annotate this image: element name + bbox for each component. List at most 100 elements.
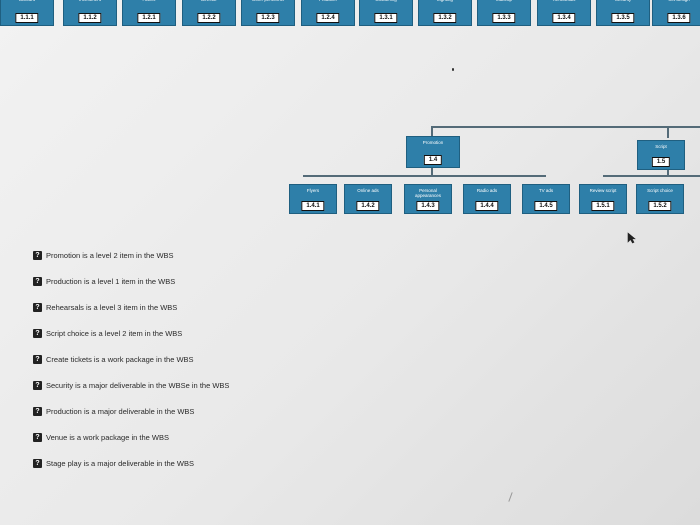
wbs-box-code: 1.4.5 bbox=[534, 201, 558, 211]
draggable-statement[interactable]: ? Rehearsals is a level 3 item in the WBS bbox=[33, 303, 177, 312]
draggable-statement[interactable]: ? Production is a level 1 item in the WBS bbox=[33, 277, 175, 286]
wbs-box-label: Investment bbox=[77, 0, 103, 2]
wbs-box-investment: Investment 1.1.2 bbox=[63, 0, 117, 26]
wbs-box-code: 1.2.2 bbox=[197, 13, 221, 23]
wbs-box-label: Set design bbox=[666, 0, 691, 2]
draggable-statement[interactable]: ? Stage play is a major deliverable in th… bbox=[33, 459, 194, 468]
question-mark-icon: ? bbox=[33, 381, 42, 390]
wbs-box-label: Actors bbox=[141, 0, 158, 2]
wbs-box-code: 1.1.1 bbox=[15, 13, 39, 23]
wbs-box-code: 1.3.3 bbox=[492, 13, 516, 23]
connector-script-children bbox=[603, 175, 700, 177]
wbs-box-promotion: Promotion 1.4 bbox=[406, 136, 460, 168]
wbs-box-personal-appearances: Personal appearances 1.4.3 bbox=[404, 184, 452, 214]
wbs-box-code: 1.2.3 bbox=[256, 13, 280, 23]
wbs-box-actors: Actors 1.2.1 bbox=[122, 0, 176, 26]
question-mark-icon: ? bbox=[33, 277, 42, 286]
draggable-statement[interactable]: ? Venue is a work package in the WBS bbox=[33, 433, 169, 442]
specular-mark bbox=[508, 492, 513, 502]
wbs-box-online-ads: Online ads 1.4.2 bbox=[344, 184, 392, 214]
question-mark-icon: ? bbox=[33, 303, 42, 312]
wbs-box-code: 1.5.1 bbox=[591, 201, 615, 211]
connector-promotion-down bbox=[431, 168, 433, 176]
draggable-statement[interactable]: ?Promotion is a level 2 item in the WBS bbox=[33, 251, 174, 260]
wbs-box-code: 1.4.4 bbox=[475, 201, 499, 211]
statement-text: Create tickets is a work package in the … bbox=[46, 355, 194, 364]
wbs-box-label: Other personnel bbox=[250, 0, 286, 2]
wbs-box-code: 1.2.1 bbox=[137, 13, 161, 23]
wbs-box-label: Online ads bbox=[357, 188, 379, 193]
wbs-box-director: Director 1.2.2 bbox=[182, 0, 236, 26]
wbs-box-label: Personal appearances bbox=[414, 188, 442, 198]
wbs-box-tv-ads: TV ads 1.4.5 bbox=[522, 184, 570, 214]
wbs-box-code: 1.1.2 bbox=[78, 13, 102, 23]
wbs-box-code: 1.3.2 bbox=[433, 13, 457, 23]
wbs-box-label: Lighting bbox=[435, 0, 455, 2]
draggable-statement[interactable]: ? Production is a major deliverable in th… bbox=[33, 407, 194, 416]
statement-text: Rehearsals is a level 3 item in the WBS bbox=[46, 303, 178, 312]
wbs-box-label: Director bbox=[199, 0, 219, 2]
wbs-box-label: Script choice bbox=[647, 188, 673, 193]
wbs-box-costuming: Costuming 1.3.1 bbox=[359, 0, 413, 26]
mouse-pointer-icon bbox=[627, 232, 636, 244]
wbs-box-label: Makeup bbox=[494, 0, 514, 2]
wbs-box-flyers: Flyers 1.4.1 bbox=[289, 184, 337, 214]
wbs-box-label: Security bbox=[613, 0, 633, 2]
wbs-box-rehearsals: Rehearsals 1.3.4 bbox=[537, 0, 591, 26]
wbs-box-radio-ads: Radio ads 1.4.4 bbox=[463, 184, 511, 214]
wbs-box-label: Script bbox=[655, 144, 667, 149]
wbs-box-script-choice: Script choice 1.5.2 bbox=[636, 184, 684, 214]
wbs-box-security: Security 1.3.5 bbox=[596, 0, 650, 26]
specular-mark bbox=[452, 68, 454, 71]
wbs-box-lighting: Lighting 1.3.2 bbox=[418, 0, 472, 26]
wbs-box-code: 1.3.5 bbox=[611, 13, 635, 23]
wbs-box-set-design: Set design 1.3.6 bbox=[652, 0, 700, 26]
question-mark-icon: ? bbox=[33, 459, 42, 468]
wbs-box-label: Radio ads bbox=[476, 188, 498, 193]
wbs-box-script: Script 1.5 bbox=[637, 140, 685, 170]
wbs-box-producer: Producer 1.2.4 bbox=[301, 0, 355, 26]
wbs-box-code: 1.3.4 bbox=[552, 13, 576, 23]
wbs-box-code: 1.2.4 bbox=[316, 13, 340, 23]
wbs-box-code: 1.3.1 bbox=[374, 13, 398, 23]
wbs-box-code: 1.5 bbox=[651, 157, 671, 167]
question-mark-icon: ? bbox=[33, 433, 42, 442]
connector-script-down bbox=[667, 168, 669, 176]
wbs-box-review-script: Review script 1.5.1 bbox=[579, 184, 627, 214]
connector-promotion-children bbox=[303, 175, 546, 177]
wbs-box-label: Rehearsals bbox=[551, 0, 578, 2]
wbs-box-label: Flyers bbox=[306, 188, 320, 193]
draggable-statement[interactable]: ? Create tickets is a work package in the… bbox=[33, 355, 194, 364]
statement-text: Venue is a work package in the WBS bbox=[46, 433, 169, 442]
wbs-box-code: 1.4.3 bbox=[416, 201, 440, 211]
statement-text: Script choice is a level 2 item in the W… bbox=[46, 329, 183, 338]
wbs-box-label: Producer bbox=[317, 0, 339, 2]
wbs-box-code: 1.4 bbox=[423, 155, 443, 165]
wbs-box-code: 1.4.1 bbox=[301, 201, 325, 211]
statement-text: Stage play is a major deliverable in the… bbox=[46, 459, 194, 468]
wbs-box-label: Review script bbox=[589, 188, 617, 193]
wbs-box-label: Costuming bbox=[373, 0, 399, 2]
question-mark-icon: ? bbox=[33, 355, 42, 364]
statement-text: Security is a major deliverable in the W… bbox=[46, 381, 230, 390]
wbs-box-code: 1.4.2 bbox=[356, 201, 380, 211]
draggable-statement[interactable]: ? Script choice is a level 2 item in the … bbox=[33, 329, 182, 338]
wbs-box-code: 1.3.6 bbox=[667, 13, 691, 23]
connector-level2 bbox=[431, 126, 700, 128]
wbs-box-makeup: Makeup 1.3.3 bbox=[477, 0, 531, 26]
wbs-box-label: Promotion bbox=[422, 140, 444, 145]
statement-text: Production is a major deliverable in the… bbox=[46, 407, 195, 416]
wbs-box-code: 1.5.2 bbox=[648, 201, 672, 211]
wbs-box-account: account 1.1.1 bbox=[0, 0, 54, 26]
question-mark-icon: ? bbox=[33, 329, 42, 338]
connector-promotion-up bbox=[431, 126, 433, 138]
draggable-statement[interactable]: ? Security is a major deliverable in the … bbox=[33, 381, 229, 390]
wbs-box-other-personnel: Other personnel 1.2.3 bbox=[241, 0, 295, 26]
connector-script-up bbox=[667, 126, 669, 138]
wbs-box-label: account bbox=[17, 0, 37, 2]
question-mark-icon: ? bbox=[33, 407, 42, 416]
statement-text: Production is a level 1 item in the WBS bbox=[46, 277, 176, 286]
question-mark-icon: ? bbox=[33, 251, 42, 260]
wbs-box-label: TV ads bbox=[538, 188, 554, 193]
